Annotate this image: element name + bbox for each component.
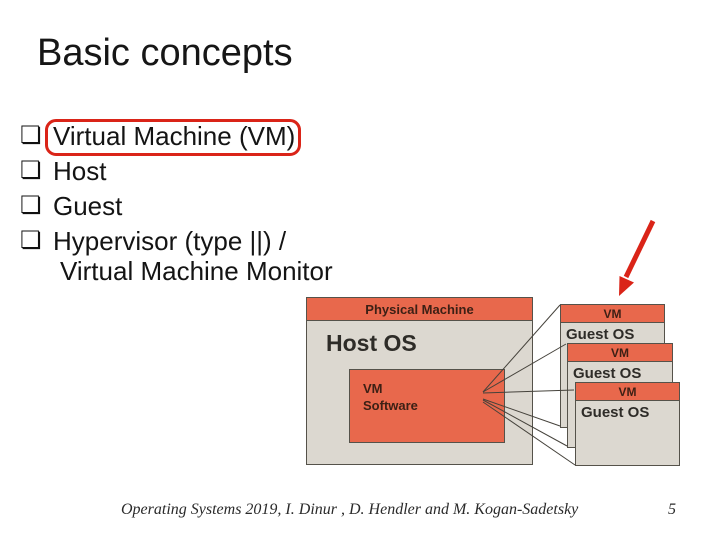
bullet-list: ❏ Virtual Machine (VM) ❏ Host ❏ Guest ❏ … — [20, 121, 333, 291]
red-highlight-box — [45, 119, 301, 156]
vm-box-3-guest-os-label: Guest OS — [581, 404, 650, 421]
vm-software-box: VM Software — [349, 369, 505, 443]
checkbox-bullet-icon: ❏ — [20, 122, 42, 149]
bullet-label-line2: Virtual Machine Monitor — [60, 256, 333, 286]
host-os-label: Host OS — [326, 330, 417, 356]
vm-box-2-guest-os-label: Guest OS — [573, 365, 642, 382]
bullet-label: Host — [53, 156, 107, 186]
bullet-item-guest: ❏ Guest — [20, 191, 333, 221]
vm-box-1-guest-os-label: Guest OS — [566, 326, 635, 343]
red-arrow-icon — [619, 219, 656, 296]
bullet-label: Hypervisor (type ||) / — [53, 226, 287, 256]
page-number: 5 — [668, 501, 676, 518]
vm-box-3: VM Guest OS — [575, 382, 680, 466]
bullet-label: Virtual Machine (VM) — [53, 121, 296, 151]
vm-box-2-header: VM — [568, 344, 672, 362]
slide-title: Basic concepts — [37, 32, 293, 74]
bullet-label: Guest — [53, 191, 123, 221]
checkbox-bullet-icon: ❏ — [20, 227, 42, 254]
bullet-item-hypervisor: ❏ Hypervisor (type ||) / Virtual Machine… — [20, 226, 333, 286]
vm-box-3-header: VM — [576, 383, 679, 401]
physical-machine-header: Physical Machine — [307, 298, 532, 321]
footer-credits: Operating Systems 2019, I. Dinur , D. He… — [121, 501, 579, 518]
checkbox-bullet-icon: ❏ — [20, 192, 42, 219]
checkbox-bullet-icon: ❏ — [20, 157, 42, 184]
bullet-item-host: ❏ Host — [20, 156, 333, 186]
vm-box-1-header: VM — [561, 305, 664, 323]
bullet-item-virtual-machine: ❏ Virtual Machine (VM) — [20, 121, 333, 151]
